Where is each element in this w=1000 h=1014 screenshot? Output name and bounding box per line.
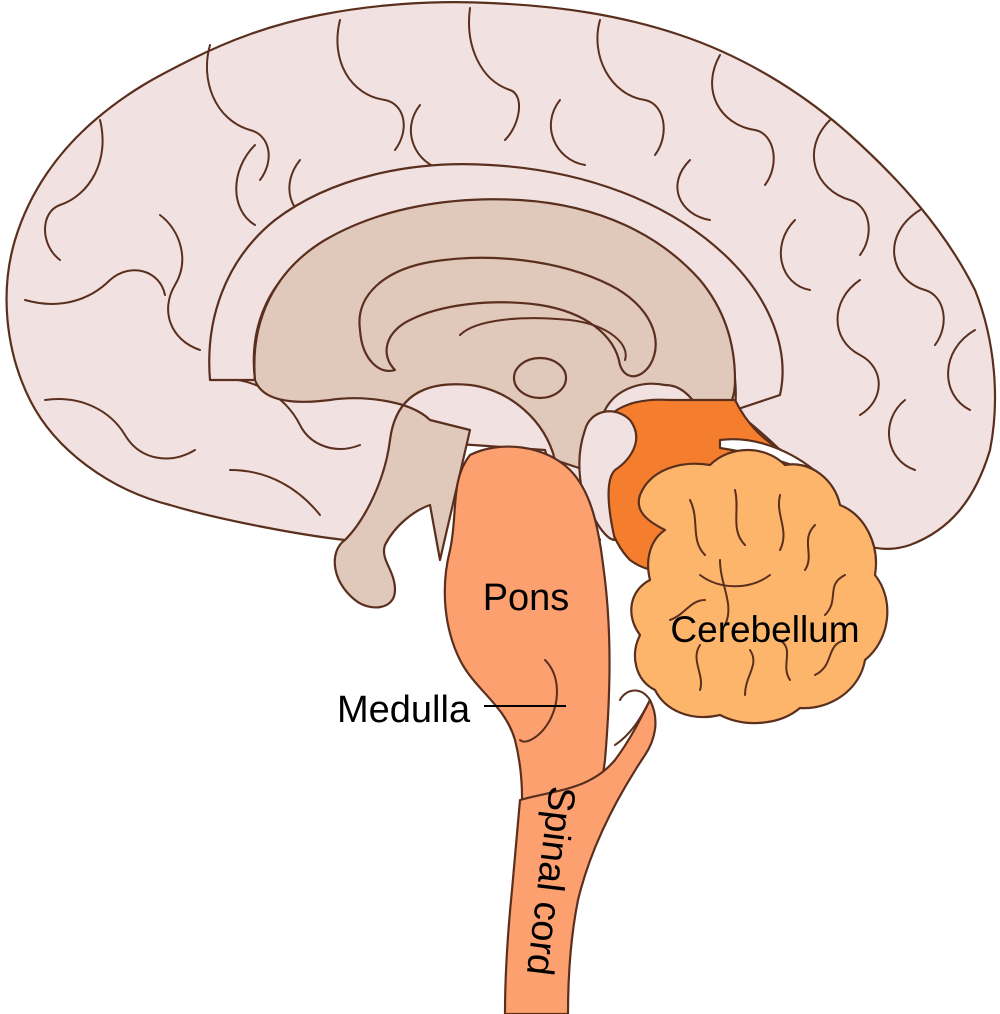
- label-pons: Pons: [483, 577, 570, 619]
- label-medulla: Medulla: [337, 689, 471, 731]
- thalamus-curve: [459, 317, 627, 361]
- fornix: [358, 256, 657, 378]
- spinal-cord: [503, 698, 657, 1014]
- pons-medulla-boundary: [519, 659, 558, 743]
- label-cerebellum: Cerebellum: [670, 609, 859, 650]
- cerebellum-folia: [669, 489, 846, 696]
- brainstem: [443, 445, 611, 832]
- spinal-cord-inner: [614, 689, 651, 746]
- interthalamic-adhesion: [512, 356, 568, 400]
